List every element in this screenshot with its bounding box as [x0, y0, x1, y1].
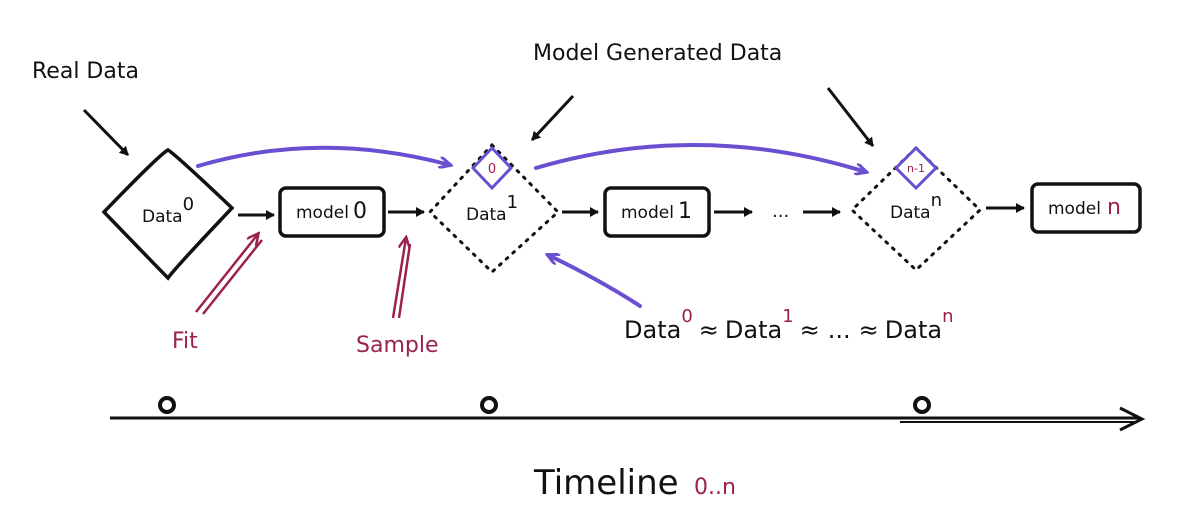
timeline-marker-0 [158, 396, 176, 414]
data1-label: Data1 [466, 192, 518, 225]
data1-tag-label: 0 [488, 162, 496, 177]
label-timeline-range: 0..n [694, 475, 736, 500]
model1-box [603, 186, 711, 238]
label-timeline: Timeline [533, 463, 679, 503]
timeline-arrowhead [1119, 406, 1146, 432]
data0-diamond [101, 148, 235, 281]
purple-arc-data0-to-data1 [196, 145, 450, 166]
data1-diamond [427, 142, 561, 275]
fit-arrow-line-2 [202, 239, 263, 315]
purple-arrow-equation-to-data1 [548, 255, 642, 308]
label-sample: Sample [356, 333, 439, 358]
sample-arrow-line-1 [391, 238, 406, 319]
timeline-marker-n [913, 396, 931, 414]
ellipsis-label: ... [772, 201, 789, 222]
label-real-data: Real Data [32, 59, 139, 84]
modeln-box [1030, 182, 1142, 234]
purple-arc-data1-to-datan [534, 142, 866, 172]
datan-label: Datan [890, 190, 942, 223]
real-data-pointer-arrow [82, 108, 130, 157]
timeline-marker-1 [480, 396, 498, 414]
model0-box [278, 186, 386, 238]
label-model-generated-data: Model Generated Data [533, 41, 782, 66]
sample-arrow-line-2 [397, 243, 412, 319]
datan-tag-label: n-1 [907, 162, 925, 175]
fit-arrow-line-1 [195, 234, 258, 313]
model-data-pointer-arrow-1 [530, 94, 575, 142]
equation: Data0≈Data1≈...≈Datan [624, 306, 953, 344]
datan-tag-diamond [893, 145, 939, 191]
data0-label: Data0 [142, 194, 194, 227]
model-data-pointer-arrow-n [826, 87, 875, 147]
label-fit: Fit [172, 329, 198, 354]
data1-tag-diamond [470, 145, 514, 191]
